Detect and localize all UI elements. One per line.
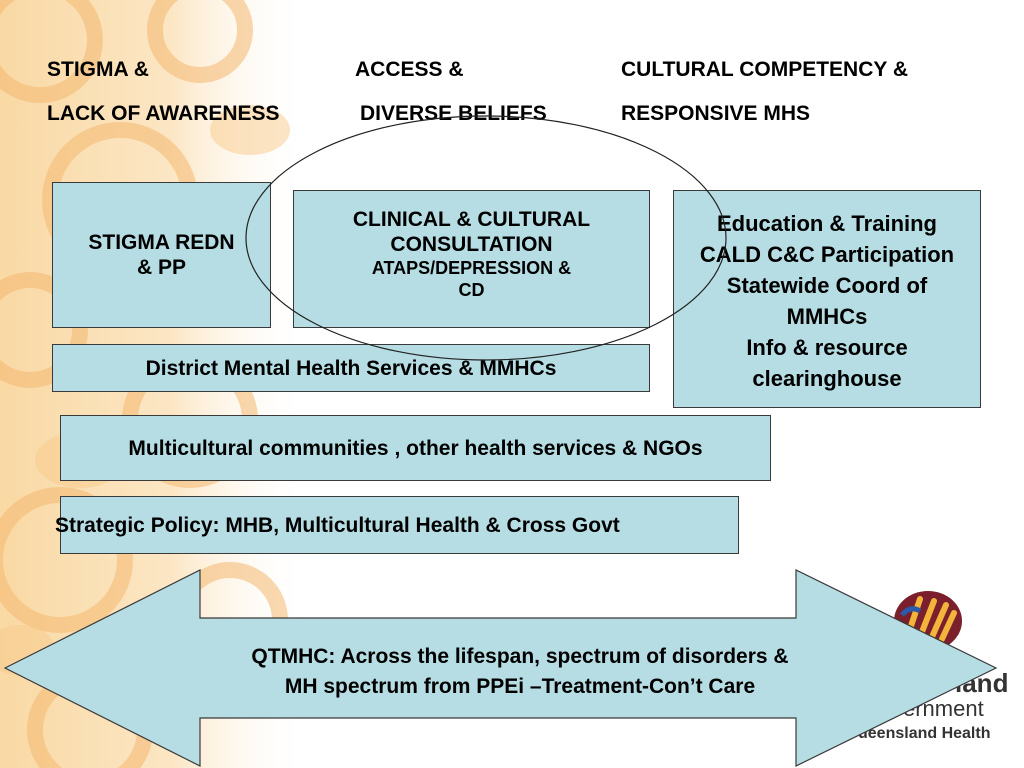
clinical-box-line3: ATAPS/DEPRESSION & xyxy=(371,258,572,278)
education-box-line2: CALD C&C Participation xyxy=(699,242,955,267)
clinical-box-line2: CONSULTATION xyxy=(390,233,553,256)
lifespan-double-arrow xyxy=(3,569,998,767)
arrow-text-line2: MH spectrum from PPEi –Treatment-Con’t C… xyxy=(284,675,756,698)
education-box-line4: MMHCs xyxy=(786,304,868,329)
multicultural-communities-box: Multicultural communities , other health… xyxy=(60,415,771,481)
stigma-box-line2: & PP xyxy=(136,256,186,279)
arrow-text-line1: QTMHC: Across the lifespan, spectrum of … xyxy=(251,645,789,668)
stigma-reduction-box: STIGMA REDN & PP xyxy=(52,182,271,328)
stigma-box-line1: STIGMA REDN xyxy=(88,231,235,254)
heading-diverse-beliefs: DIVERSE BELIEFS xyxy=(360,102,547,125)
district-mental-health-box: District Mental Health Services & MMHCs xyxy=(52,344,650,392)
strategic-box-text: Strategic Policy: MHB, Multicultural Hea… xyxy=(55,513,620,537)
education-box-line3: Statewide Coord of xyxy=(726,273,928,298)
heading-access: ACCESS & xyxy=(355,58,464,81)
access-highlight-ellipse xyxy=(245,115,727,361)
lifespan-arrow-label: QTMHC: Across the lifespan, spectrum of … xyxy=(140,642,900,702)
heading-stigma: STIGMA & xyxy=(47,58,149,81)
logo-text-bottom: ueensland Health xyxy=(858,725,991,742)
clinical-box-line4: CD xyxy=(458,280,485,300)
district-box-text: District Mental Health Services & MMHCs xyxy=(145,356,557,380)
clinical-box-line1: CLINICAL & CULTURAL xyxy=(352,208,591,231)
heading-cultural-competency: CULTURAL COMPETENCY & xyxy=(621,58,909,81)
education-box-line5: Info & resource xyxy=(746,335,908,360)
heading-responsive-mhs: RESPONSIVE MHS xyxy=(621,102,811,125)
multicultural-box-text: Multicultural communities , other health… xyxy=(128,436,703,460)
education-box-line6: clearinghouse xyxy=(752,366,902,391)
education-box-line1: Education & Training xyxy=(716,211,937,236)
clinical-cultural-consultation-box: CLINICAL & CULTURAL CONSULTATION ATAPS/D… xyxy=(293,190,650,328)
heading-lack-of-awareness: LACK OF AWARENESS xyxy=(47,102,280,125)
strategic-policy-box: Strategic Policy: MHB, Multicultural Hea… xyxy=(55,496,739,554)
